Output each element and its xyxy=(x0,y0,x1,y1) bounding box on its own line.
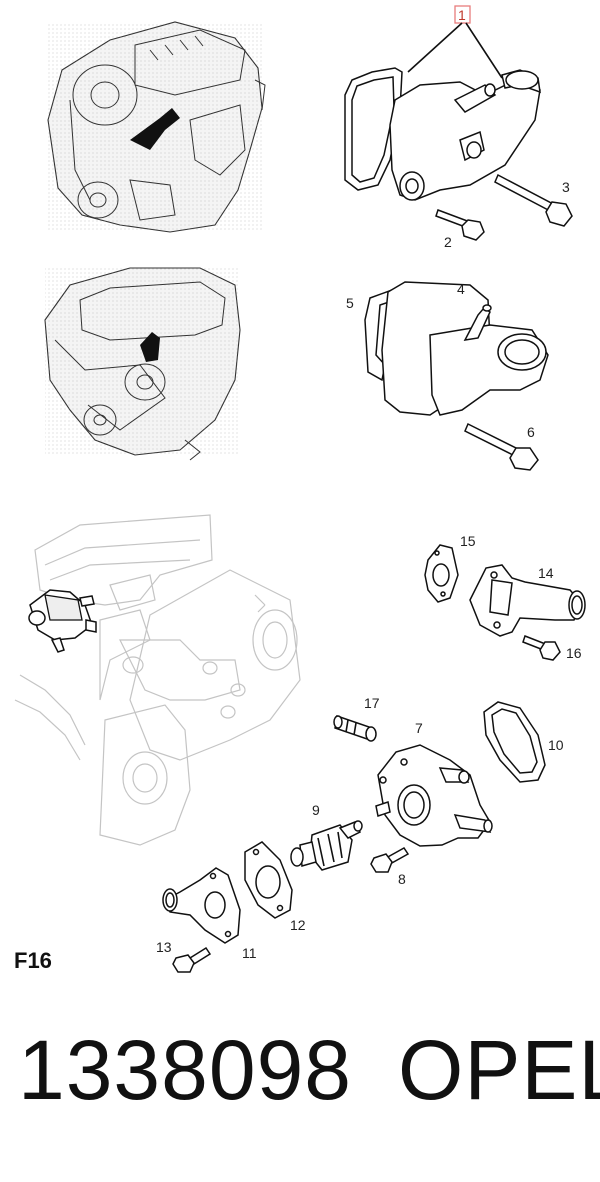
gasket-part-12 xyxy=(244,841,293,919)
callout-15: 15 xyxy=(460,533,476,549)
callout-16: 16 xyxy=(566,645,582,661)
callout-12: 12 xyxy=(290,917,306,933)
part-number: 1338098 xyxy=(18,1023,353,1117)
bolt-part-13 xyxy=(172,946,212,973)
callout-11: 11 xyxy=(242,945,257,961)
bolt-part-16 xyxy=(522,635,561,661)
callout-4: 4 xyxy=(457,281,465,297)
callout-box-1 xyxy=(454,5,471,24)
bolt-part-2 xyxy=(435,209,485,241)
housing-part-7 xyxy=(375,744,493,847)
gasket-part-10 xyxy=(483,701,546,783)
bolt-part-6 xyxy=(464,422,539,471)
outlet-part-14 xyxy=(469,564,586,637)
bolt-part-3 xyxy=(494,173,573,227)
outlet-assembly xyxy=(424,544,586,661)
callout-14: 14 xyxy=(538,565,554,581)
callout-13: 13 xyxy=(156,939,172,955)
section-code: F16 xyxy=(14,948,52,973)
callout-9: 9 xyxy=(312,802,320,818)
thermostat-assembly xyxy=(290,701,546,873)
mounted-housing-marker xyxy=(28,589,97,653)
callout-2: 2 xyxy=(444,234,452,250)
component-location-marker-2 xyxy=(140,332,160,362)
callout-17: 17 xyxy=(364,695,380,711)
callout-3: 3 xyxy=(562,179,570,195)
inlet-part-11 xyxy=(162,867,241,944)
thermostat-part-9 xyxy=(290,820,363,871)
engine-block-outline xyxy=(14,514,301,846)
engine-illustration-1 xyxy=(47,21,266,233)
callout-labels: 1 2 3 4 5 6 7 8 9 10 11 12 13 14 15 16 1… xyxy=(156,7,582,961)
engine-illustration-2 xyxy=(44,267,241,461)
callout-5: 5 xyxy=(346,295,354,311)
callout-10: 10 xyxy=(548,737,564,753)
callout-7: 7 xyxy=(415,720,423,736)
callout-6: 6 xyxy=(527,424,535,440)
housing-assembly-middle xyxy=(364,281,549,471)
gasket-part-15 xyxy=(424,544,459,603)
component-location-marker xyxy=(130,108,180,150)
callout-8: 8 xyxy=(398,871,406,887)
sleeve-part-17 xyxy=(333,715,377,742)
inlet-assembly xyxy=(162,841,293,973)
brand-name: OPEL xyxy=(398,1023,600,1117)
bolt-part-8 xyxy=(370,847,410,873)
housing-assembly-top xyxy=(344,5,573,241)
callout-1: 1 xyxy=(458,7,466,23)
